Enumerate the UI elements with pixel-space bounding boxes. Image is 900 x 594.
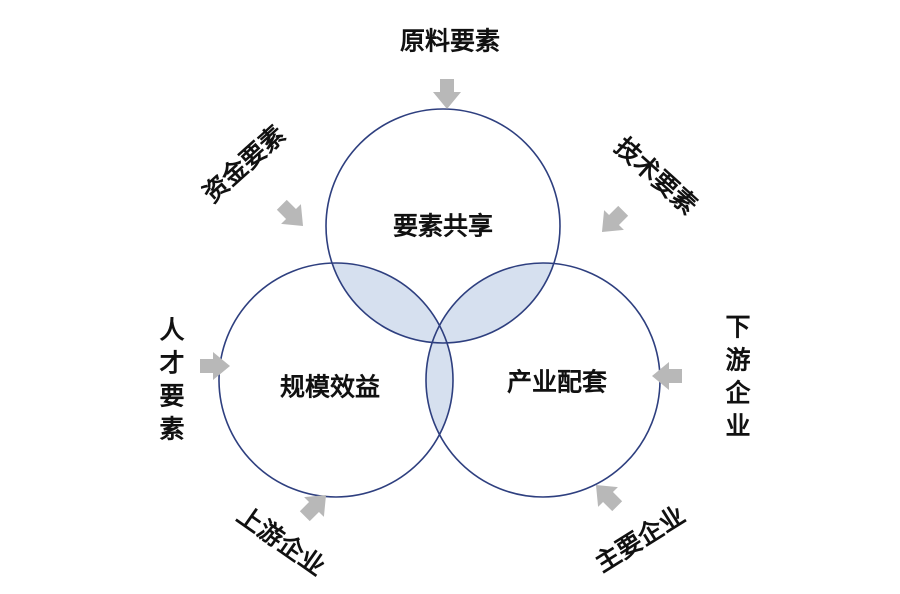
vertical-label-char: 要 — [159, 382, 184, 411]
circle-top — [325, 108, 561, 344]
overlap-top-left — [326, 263, 453, 343]
vertical-label-char: 下 — [725, 313, 750, 342]
vertical-label-char: 素 — [159, 415, 184, 444]
vertical-label-char: 业 — [725, 412, 750, 441]
input-upper-right-label: 技术要素 — [609, 132, 703, 220]
circle-left — [218, 262, 454, 498]
arrow-lower-left — [299, 494, 327, 522]
overlap-top-right — [426, 263, 560, 343]
vertical-label-char: 才 — [159, 349, 184, 378]
arrow-top — [433, 79, 461, 109]
input-upper-left-label: 资金要素 — [197, 120, 291, 208]
input-top-label: 原料要素 — [400, 27, 500, 56]
arrow-upper-right — [601, 205, 629, 233]
circle-left-label: 规模效益 — [280, 373, 380, 402]
circle-top-label: 要素共享 — [393, 212, 493, 241]
vertical-label-char: 企 — [725, 379, 751, 408]
arrow-left — [200, 352, 230, 380]
circle-right-label: 产业配套 — [507, 368, 608, 397]
vertical-label-char: 游 — [725, 346, 750, 375]
arrow-right — [652, 362, 682, 390]
arrow-lower-right — [595, 484, 623, 512]
vertical-label-char: 人 — [159, 316, 184, 345]
input-lower-right-label: 主要企业 — [590, 500, 690, 578]
arrow-upper-left — [276, 199, 304, 227]
